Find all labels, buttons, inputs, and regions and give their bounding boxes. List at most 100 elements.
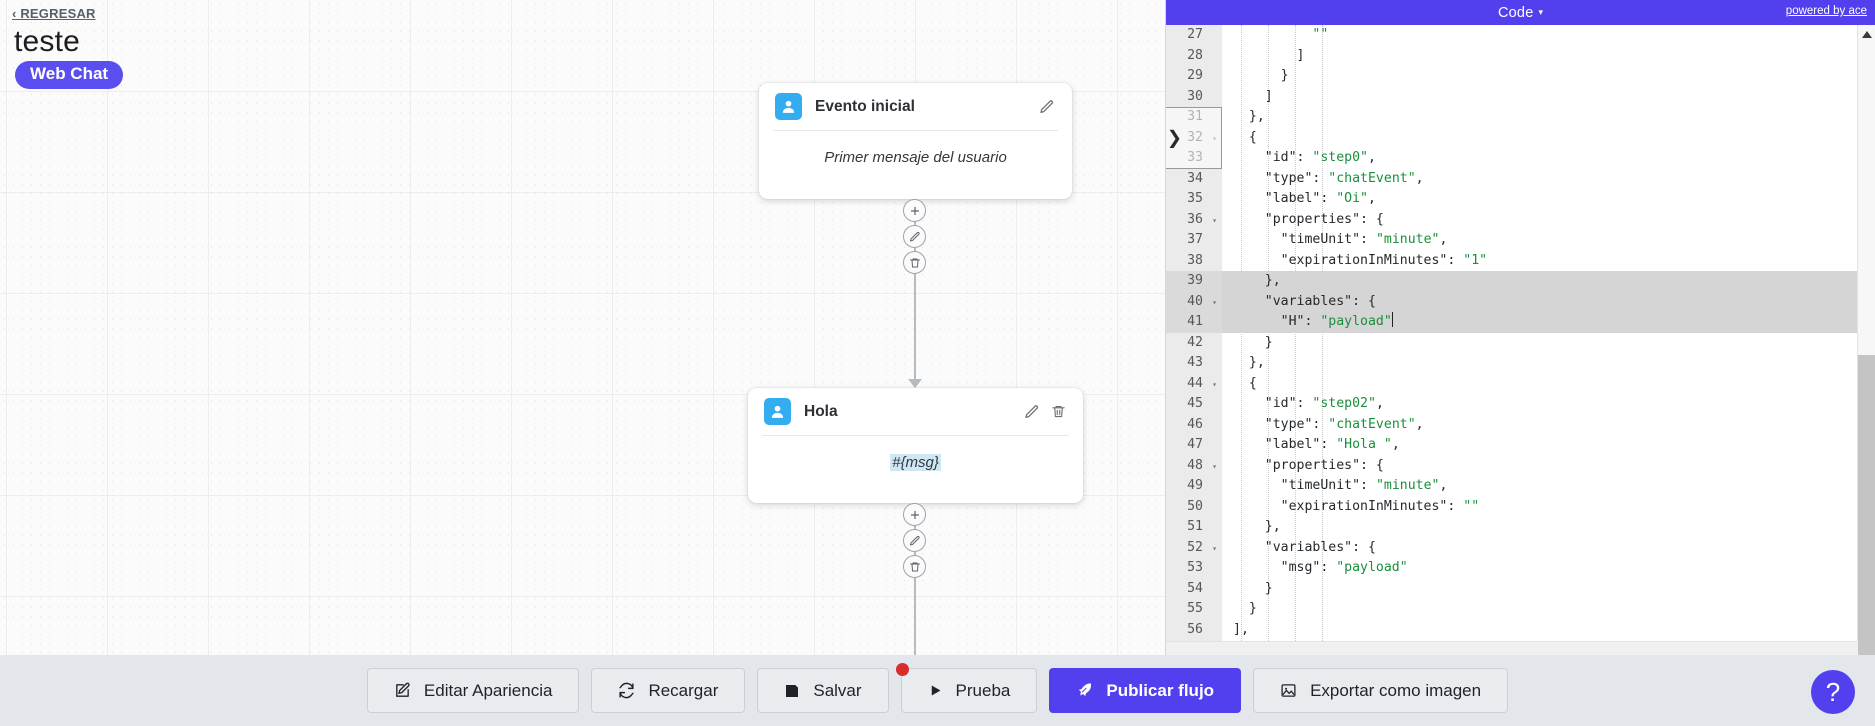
- play-icon: [928, 683, 943, 698]
- code-text[interactable]: "" ] } ] }, { "id": "step0", "type": "ch…: [1222, 25, 1875, 655]
- add-step-button-1[interactable]: [903, 199, 926, 222]
- code-line[interactable]: }: [1233, 580, 1273, 596]
- gutter-line-number[interactable]: 42: [1187, 334, 1203, 350]
- fold-toggle-icon[interactable]: ▾: [1212, 297, 1217, 307]
- code-editor-panel[interactable]: Code ▾ powered by ace 272829303132▾33343…: [1165, 0, 1875, 655]
- flow-canvas[interactable]: ‹ REGRESAR teste Web Chat Evento inicial: [0, 0, 1165, 655]
- code-line[interactable]: "expirationInMinutes": "1": [1280, 252, 1488, 268]
- code-line[interactable]: "": [1312, 27, 1329, 42]
- gutter-line-number[interactable]: 27: [1187, 27, 1203, 42]
- edit-step-button-2[interactable]: [903, 529, 926, 552]
- edit-icon[interactable]: [1037, 97, 1057, 117]
- gutter-line-number[interactable]: 51: [1187, 519, 1203, 534]
- gutter-line-number[interactable]: 50: [1187, 498, 1203, 514]
- code-fold-overlay[interactable]: ❯: [1166, 107, 1222, 169]
- code-line[interactable]: "variables": {: [1264, 539, 1376, 555]
- code-line[interactable]: "expirationInMinutes": "": [1280, 498, 1480, 514]
- code-vertical-scrollbar[interactable]: [1857, 25, 1875, 655]
- delete-step-button-1[interactable]: [903, 251, 926, 274]
- gutter-line-number[interactable]: 44▾: [1166, 374, 1222, 395]
- gutter-line-number[interactable]: 53: [1187, 560, 1203, 575]
- fold-toggle-icon[interactable]: ▾: [1212, 215, 1217, 225]
- code-line[interactable]: ]: [1233, 47, 1305, 63]
- code-line[interactable]: {: [1233, 375, 1257, 391]
- gutter-line-number[interactable]: 40▾: [1166, 291, 1222, 312]
- code-editor-body[interactable]: 272829303132▾33343536▾37383940▾41424344▾…: [1166, 25, 1875, 655]
- code-line[interactable]: },: [1233, 519, 1281, 534]
- code-line[interactable]: }: [1233, 68, 1289, 83]
- code-line[interactable]: }: [1233, 334, 1273, 350]
- edit-step-button-1[interactable]: [903, 225, 926, 248]
- scrollbar-thumb[interactable]: [1858, 355, 1875, 655]
- toolbar-button-editar-apariencia[interactable]: Editar Apariencia: [366, 668, 580, 713]
- edge-node1-node2: [914, 198, 916, 383]
- fold-toggle-icon[interactable]: ▾: [1212, 379, 1217, 389]
- code-line[interactable]: "variables": {: [1222, 291, 1875, 312]
- chevron-down-icon[interactable]: ▾: [1538, 7, 1543, 17]
- back-link[interactable]: ‹ REGRESAR: [12, 6, 96, 21]
- toolbar-button-recargar[interactable]: Recargar: [591, 668, 746, 713]
- code-line[interactable]: "type": "chatEvent",: [1264, 170, 1424, 186]
- gutter-line-number[interactable]: 55: [1187, 601, 1203, 616]
- gutter-line-number[interactable]: 54: [1187, 580, 1203, 596]
- gutter-line-number[interactable]: 56: [1187, 621, 1203, 637]
- toolbar-button-exportar-como-imagen[interactable]: Exportar como imagen: [1253, 668, 1509, 713]
- code-line[interactable]: {: [1233, 129, 1257, 145]
- code-line[interactable]: "type": "chatEvent",: [1264, 416, 1424, 432]
- code-line[interactable]: },: [1233, 109, 1265, 124]
- toolbar-button-publicar-flujo[interactable]: Publicar flujo: [1049, 668, 1242, 713]
- code-line[interactable]: ],: [1233, 621, 1249, 637]
- help-button[interactable]: ?: [1811, 670, 1855, 714]
- code-horizontal-scrollbar[interactable]: [1166, 641, 1858, 655]
- gutter-line-number[interactable]: 41: [1166, 312, 1222, 333]
- code-editor-title[interactable]: Code: [1498, 4, 1534, 21]
- edit-icon[interactable]: [1022, 402, 1042, 422]
- gutter-line-number[interactable]: 38: [1187, 252, 1203, 268]
- gutter-line-number[interactable]: 37: [1187, 232, 1203, 247]
- scroll-up-icon[interactable]: [1862, 31, 1872, 38]
- gutter-line-number[interactable]: 46: [1187, 416, 1203, 432]
- node-header: Evento inicial: [759, 83, 1072, 130]
- add-step-button-2[interactable]: [903, 503, 926, 526]
- gutter-line-number[interactable]: 47: [1187, 437, 1203, 452]
- code-line[interactable]: },: [1222, 271, 1875, 292]
- toolbar-button-prueba[interactable]: Prueba: [895, 663, 1038, 713]
- code-line[interactable]: "properties": {: [1264, 457, 1384, 473]
- code-line[interactable]: "timeUnit": "minute",: [1280, 232, 1448, 247]
- code-line[interactable]: },: [1233, 355, 1265, 370]
- gutter-line-number[interactable]: 45: [1187, 396, 1203, 411]
- code-line[interactable]: "label": "Oi",: [1264, 191, 1376, 206]
- gutter-line-number[interactable]: 49: [1187, 478, 1203, 493]
- delete-icon[interactable]: [1048, 402, 1068, 422]
- gutter-line-number[interactable]: 28: [1187, 47, 1203, 63]
- delete-step-button-2[interactable]: [903, 555, 926, 578]
- gutter-line-number[interactable]: 34: [1187, 170, 1203, 186]
- code-line[interactable]: "id": "step0",: [1264, 150, 1376, 165]
- toolbar-button-salvar[interactable]: Salvar: [757, 668, 889, 713]
- flow-node-evento-inicial[interactable]: Evento inicial Primer mensaje del usuari…: [759, 83, 1072, 199]
- toolbar-button-label: Salvar: [813, 680, 862, 700]
- gutter-line-number[interactable]: 35: [1187, 191, 1203, 206]
- flow-node-hola[interactable]: Hola #{msg}: [748, 388, 1083, 503]
- powered-by-link[interactable]: powered by ace: [1785, 5, 1867, 17]
- gutter-line-number[interactable]: 29: [1187, 68, 1203, 83]
- code-line[interactable]: "properties": {: [1264, 211, 1384, 227]
- gutter-line-number[interactable]: 30: [1187, 88, 1203, 104]
- code-line[interactable]: }: [1233, 601, 1257, 616]
- fold-toggle-icon[interactable]: ▾: [1212, 543, 1217, 553]
- gutter-line-number[interactable]: 48▾: [1166, 456, 1222, 477]
- chevron-right-icon[interactable]: ❯: [1167, 123, 1183, 152]
- code-line[interactable]: "msg": "payload": [1280, 560, 1408, 575]
- gutter-line-number[interactable]: 36▾: [1166, 210, 1222, 231]
- code-line[interactable]: ]: [1233, 88, 1273, 104]
- node-title: Evento inicial: [815, 97, 915, 115]
- gutter-line-number[interactable]: 52▾: [1166, 538, 1222, 559]
- code-line[interactable]: "timeUnit": "minute",: [1280, 478, 1448, 493]
- code-line[interactable]: "label": "Hola ",: [1264, 437, 1400, 452]
- fold-toggle-icon[interactable]: ▾: [1212, 461, 1217, 471]
- gutter-line-number[interactable]: 43: [1187, 355, 1203, 370]
- gutter-line-number[interactable]: 39: [1166, 271, 1222, 292]
- code-line[interactable]: "H": "payload": [1222, 312, 1875, 333]
- code-line[interactable]: "id": "step02",: [1264, 396, 1384, 411]
